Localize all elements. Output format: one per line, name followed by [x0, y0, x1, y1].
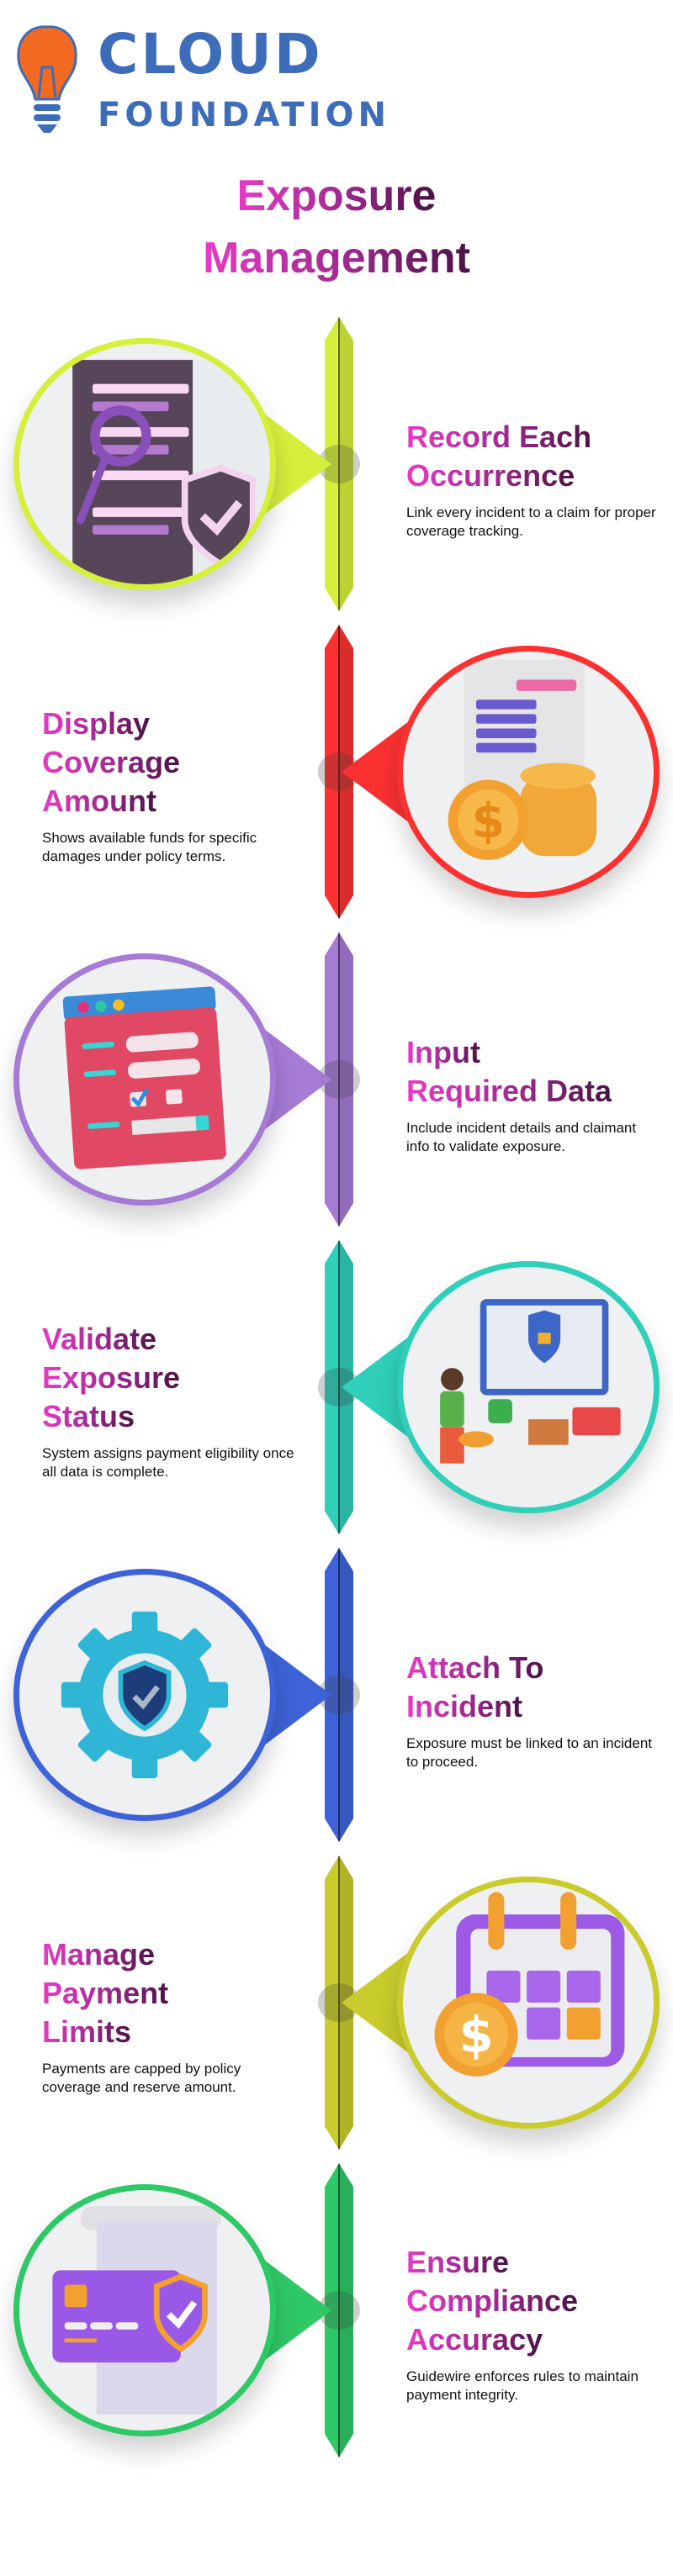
- step-description: Include incident details and claimant in…: [406, 1120, 637, 1154]
- step-title-line: Amount: [42, 782, 156, 821]
- step-title-line: Required Data: [406, 1072, 612, 1111]
- title-line-2: Management: [203, 227, 470, 289]
- shield-gear-icon: [61, 1611, 229, 1779]
- secure-payment-icon: [440, 1299, 621, 1464]
- step-illustration: $: [342, 646, 660, 898]
- step-title-line: Input: [406, 1033, 480, 1072]
- step-title-line: Exposure: [42, 1359, 180, 1397]
- step-title-line: Accuracy: [406, 2320, 543, 2359]
- step-illustration: [13, 953, 331, 1206]
- step-title-line: Manage: [42, 1935, 155, 1974]
- step-title-line: Incident: [406, 1687, 522, 1726]
- title-line-1: Exposure: [237, 165, 437, 227]
- step-title-line: Status: [42, 1397, 135, 1436]
- step-title-line: Coverage: [42, 743, 180, 782]
- illustration-circle: [13, 953, 276, 1206]
- illustration-circle: $: [397, 646, 660, 898]
- step-title-line: Display: [42, 705, 150, 743]
- illustration-circle: [13, 338, 276, 590]
- step-illustration: $: [342, 1877, 660, 2129]
- illustration-circle: [13, 2184, 276, 2436]
- step-title-line: Validate: [42, 1320, 156, 1359]
- step-title-line: Attach To: [406, 1649, 543, 1687]
- logo-text-foundation: FOUNDATION: [98, 96, 390, 135]
- logo-text-cloud: CLOUD: [98, 22, 323, 87]
- step-description: Exposure must be linked to an incident t…: [406, 1735, 653, 1770]
- step-description: Link every incident to a claim for prope…: [406, 504, 656, 539]
- step-illustration: [342, 1261, 660, 1513]
- step-title-line: Limits: [42, 2013, 131, 2051]
- step-title-line: Record Each: [406, 418, 591, 457]
- document-search-shield-icon: [72, 360, 270, 584]
- step-title-line: Compliance: [406, 2282, 578, 2320]
- svg-text:$: $: [458, 2006, 493, 2064]
- step-description: System assigns payment eligibility once …: [42, 1445, 294, 1480]
- illustration-circle: [397, 1261, 660, 1513]
- page-title: Exposure Management: [0, 165, 673, 289]
- step-description: Shows available funds for specific damag…: [42, 830, 257, 864]
- step-illustration: [13, 1569, 331, 1821]
- calendar-dollar-icon: $: [434, 1892, 625, 2077]
- cloud-foundation-logo: CLOUD FOUNDATION: [13, 22, 386, 140]
- document-coins-icon: $: [448, 659, 597, 860]
- step-description: Payments are capped by policy coverage a…: [42, 2061, 241, 2095]
- step-description: Guidewire enforces rules to maintain pay…: [406, 2368, 639, 2403]
- step-illustration: [13, 2184, 331, 2436]
- illustration-circle: [13, 1569, 276, 1821]
- lightbulb-icon: [17, 25, 77, 133]
- credit-card-shield-icon: [52, 2206, 221, 2415]
- step-title-line: Ensure: [406, 2243, 509, 2282]
- web-form-icon: [62, 986, 226, 1169]
- step-illustration: [13, 338, 331, 590]
- step-title-line: Payment: [42, 1974, 168, 2013]
- step-title-line: Occurrence: [406, 457, 575, 495]
- svg-text:$: $: [471, 794, 505, 849]
- illustration-circle: $: [397, 1877, 660, 2129]
